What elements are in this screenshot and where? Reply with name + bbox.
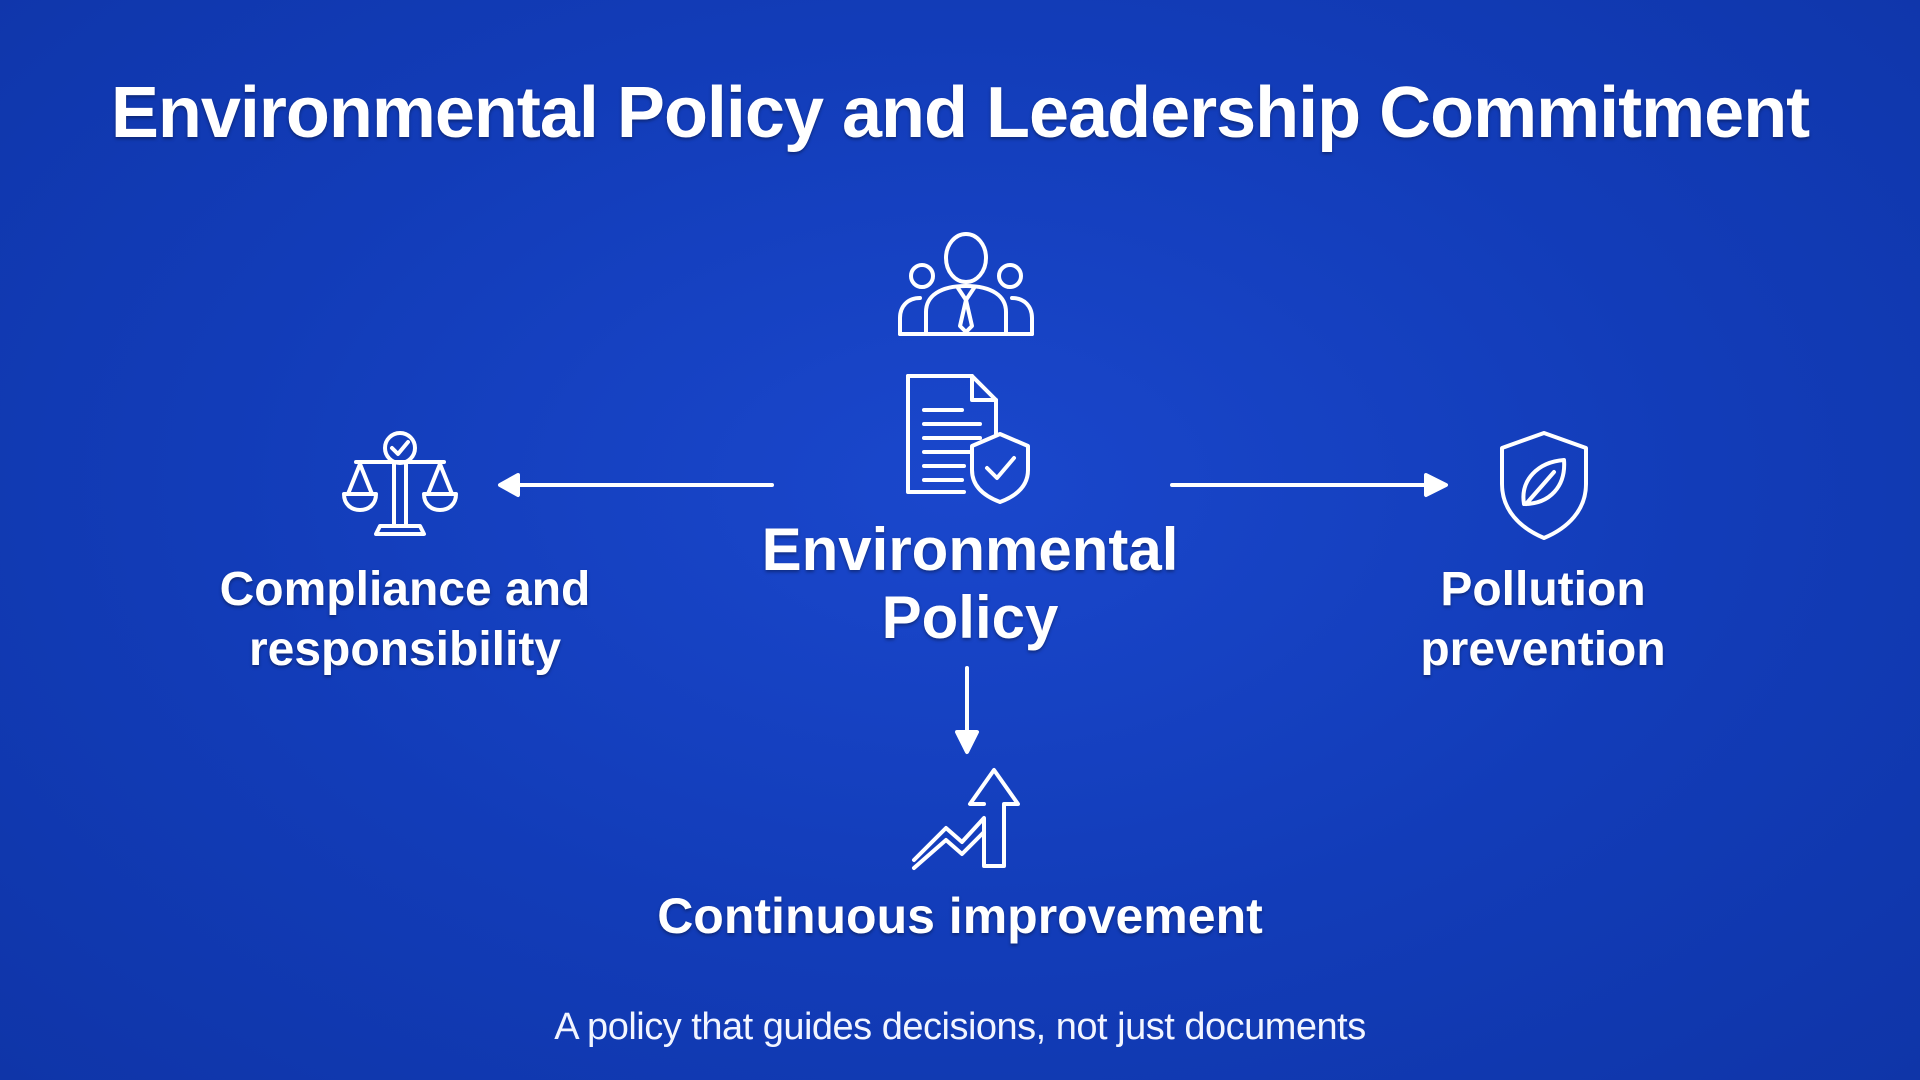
compliance-label-line-1: Compliance and xyxy=(219,563,591,616)
pollution-label-line-1: Pollution xyxy=(1440,563,1646,616)
arrow-to-pollution xyxy=(1170,472,1450,507)
rising-chart-arrow-icon xyxy=(910,764,1026,870)
pollution-label-line-2: prevention xyxy=(1420,623,1666,676)
leadership-team-icon xyxy=(896,230,1036,340)
shield-leaf-icon xyxy=(1498,430,1590,542)
footer-caption: A policy that guides decisions, not just… xyxy=(554,1006,1366,1048)
policy-document-shield-icon xyxy=(904,372,1034,507)
compliance-node-label: Compliance and responsibility xyxy=(205,560,605,680)
arrow-to-improvement xyxy=(952,666,982,761)
pollution-node-label: Pollution prevention xyxy=(1343,560,1743,680)
improvement-label-line-1: Continuous improvement xyxy=(657,888,1263,944)
center-label-line-1: Environmental xyxy=(761,516,1179,583)
scales-check-icon xyxy=(342,430,458,540)
arrow-to-compliance xyxy=(496,472,776,507)
slide-title: Environmental Policy and Leadership Comm… xyxy=(110,73,1810,153)
compliance-label-line-2: responsibility xyxy=(248,623,562,676)
center-label-line-2: Policy xyxy=(881,584,1059,651)
center-node-label: Environmental Policy xyxy=(760,516,1180,652)
improvement-node-label: Continuous improvement xyxy=(560,886,1360,946)
